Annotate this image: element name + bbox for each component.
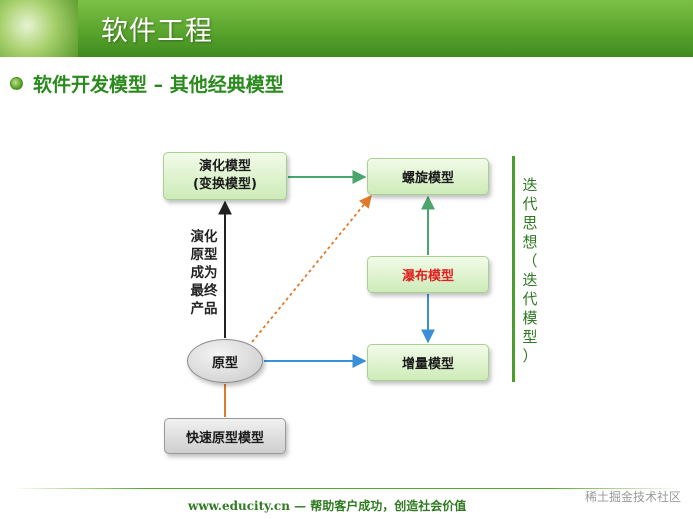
watermark-text: 稀土掘金技术社区 xyxy=(584,490,681,504)
arrow-prototype-to-spiral xyxy=(251,195,372,343)
flower-bullet-icon xyxy=(10,76,23,90)
header-bar: 软件工程 xyxy=(0,0,693,57)
evolution-arrow-label: 演化 原型 成为 最终 产品 xyxy=(190,229,218,317)
incremental-model-node: 增量模型 xyxy=(367,344,489,381)
footer-slogan: www.educity.cn — 帮助客户成功，创造社会价值 xyxy=(188,499,467,513)
slide-subtitle: 软件开发模型 – 其他经典模型 xyxy=(33,73,284,96)
footer-divider xyxy=(12,488,682,489)
evolution-model-node: 演化模型 (变换模型) xyxy=(163,152,287,200)
page-title: 软件工程 xyxy=(101,16,213,47)
evolution-model-sublabel: (变换模型) xyxy=(193,177,257,192)
iteration-vertical-label: 迭 代 思 想 （ 迭 代 模 型 ） xyxy=(522,176,538,365)
iteration-divider-line xyxy=(512,156,515,382)
spiral-model-node: 螺旋模型 xyxy=(367,158,489,195)
rapid-prototype-model-node: 快速原型模型 xyxy=(164,418,286,454)
subtitle-row: 软件开发模型 – 其他经典模型 xyxy=(10,70,284,96)
waterfall-model-node: 瀑布模型 xyxy=(367,256,489,293)
seedling-logo-image xyxy=(0,0,78,57)
evolution-model-label: 演化模型 xyxy=(198,159,251,175)
prototype-node: 原型 xyxy=(187,339,263,383)
